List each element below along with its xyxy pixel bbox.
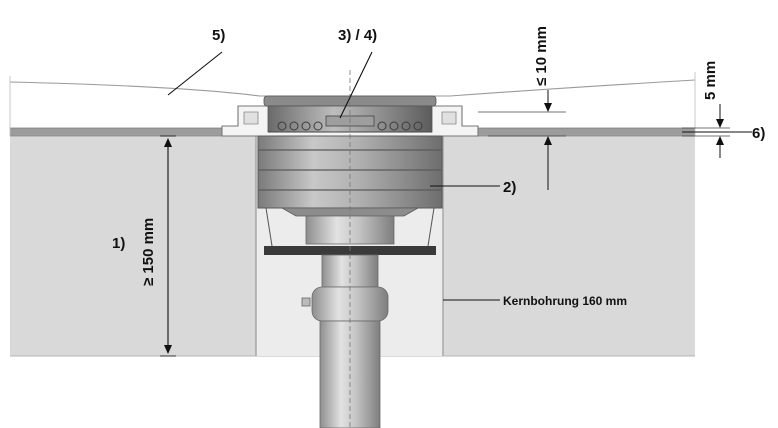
label-dim-layer: 5 mm [702, 61, 719, 100]
dimension-slab-height [160, 135, 176, 357]
label-dim-gap: ≤ 10 mm [533, 26, 550, 86]
label-2: 2) [503, 179, 516, 196]
label-dim-height: ≥ 150 mm [140, 218, 157, 286]
label-3-4: 3) / 4) [338, 27, 377, 44]
label-5: 5) [212, 27, 225, 44]
leader-lines [167, 51, 752, 301]
dimension-gap [478, 90, 566, 190]
dimension-layer [682, 104, 730, 158]
label-6: 6) [752, 125, 765, 142]
label-core-drill: Kernbohrung 160 mm [503, 294, 627, 308]
label-1: 1) [112, 235, 125, 252]
